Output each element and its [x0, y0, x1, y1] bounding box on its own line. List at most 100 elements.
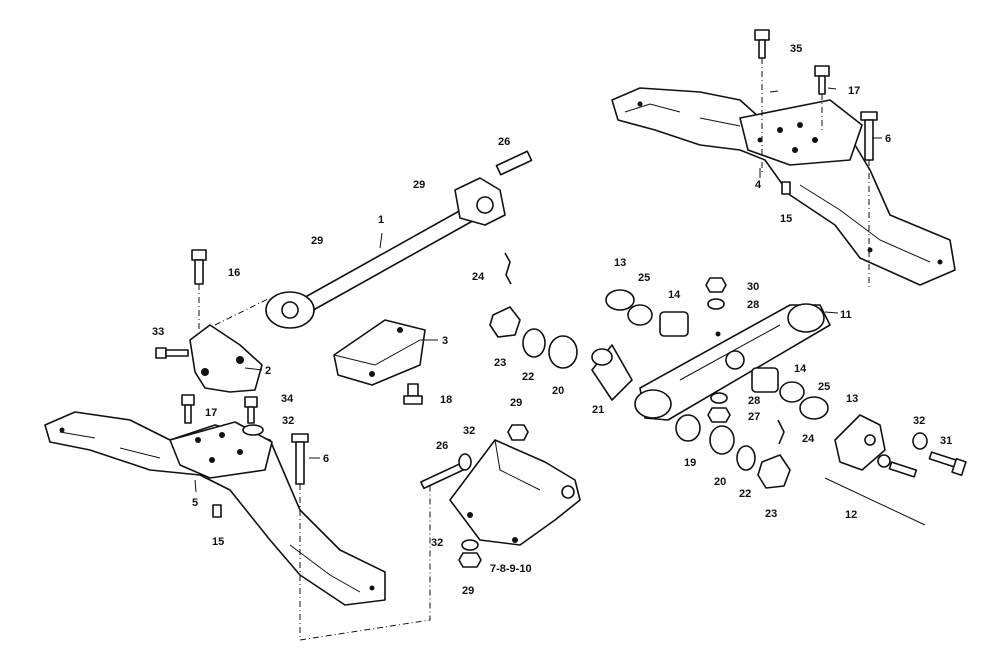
washer-32-right — [912, 432, 928, 450]
label-5: 5 — [192, 497, 198, 509]
label-25-lower: 25 — [818, 381, 830, 393]
label-18: 18 — [440, 394, 452, 406]
washer-13-lower — [799, 396, 829, 420]
label-33: 33 — [152, 326, 164, 338]
label-12: 12 — [845, 509, 857, 521]
label-29-upper: 29 — [413, 179, 425, 191]
label-35: 35 — [790, 43, 802, 55]
bolt-6-upper — [860, 111, 878, 161]
label-14-upper: 14 — [668, 289, 681, 301]
nut-23-left — [489, 306, 521, 338]
label-19: 19 — [684, 457, 696, 469]
label-14-lower: 14 — [794, 363, 807, 375]
label-29-bracket: 29 — [510, 397, 522, 409]
label-32-bracket: 32 — [463, 425, 475, 437]
bushing-19 — [675, 414, 701, 442]
bushing-14-upper — [659, 311, 689, 337]
bracket-7-8-9-10 — [449, 439, 581, 546]
label-22-left: 22 — [522, 371, 534, 383]
leader-lines — [194, 87, 882, 493]
label-3: 3 — [442, 335, 448, 347]
bolt-34 — [244, 396, 258, 424]
label-24-left: 24 — [472, 271, 485, 283]
pin-21 — [591, 344, 633, 401]
leader-12 — [824, 477, 926, 526]
bolt-17-lower — [181, 394, 195, 424]
label-20-left: 20 — [552, 385, 564, 397]
label-25-upper: 25 — [638, 272, 650, 284]
label-31: 31 — [940, 435, 952, 447]
part-labels: 1 2 3 4 5 6 6 7-8-9-10 11 12 13 13 14 14… — [152, 43, 952, 597]
label-20-right: 20 — [714, 476, 726, 488]
seal-22-left — [522, 328, 546, 358]
washer-28-upper — [707, 298, 725, 310]
label-23-left: 23 — [494, 357, 506, 369]
washer-32-bottom — [461, 539, 479, 551]
label-24-right: 24 — [802, 433, 815, 445]
label-29-rod: 29 — [311, 235, 323, 247]
seal-22-right — [736, 445, 756, 471]
label-7-8-9-10: 7-8-9-10 — [490, 563, 532, 575]
bracket-2 — [189, 324, 263, 393]
label-21: 21 — [592, 404, 604, 416]
label-15-lower: 15 — [212, 536, 224, 548]
label-27: 27 — [748, 411, 760, 423]
chassis-member-upper-right — [611, 87, 956, 286]
torque-rod — [265, 150, 533, 329]
washer-32-left — [242, 424, 264, 436]
label-34: 34 — [281, 393, 294, 405]
pin-15-upper — [781, 181, 791, 195]
label-23-right: 23 — [765, 508, 777, 520]
nut-23-right — [757, 454, 791, 489]
pin-15-lower — [212, 504, 222, 518]
cotter-pin-24-right — [777, 419, 785, 445]
label-26-upper: 26 — [498, 136, 510, 148]
bolt-31 — [928, 451, 967, 477]
label-22-right: 22 — [739, 488, 751, 500]
label-26-lower: 26 — [436, 440, 448, 452]
label-32-right: 32 — [913, 415, 925, 427]
plate-3 — [333, 319, 426, 386]
chassis-member-lower-left — [44, 411, 386, 606]
bushing-14-lower — [751, 367, 779, 393]
bushing-20-right — [709, 425, 735, 455]
nut-27 — [707, 407, 731, 423]
nut-30 — [705, 277, 727, 293]
label-32-bottom: 32 — [431, 537, 443, 549]
seal-25-lower — [779, 381, 805, 403]
bolt-33 — [155, 347, 189, 359]
label-13-lower: 13 — [846, 393, 858, 405]
label-13-upper: 13 — [614, 257, 626, 269]
label-28-upper: 28 — [747, 299, 759, 311]
washer-13-upper — [605, 289, 635, 311]
label-6-lower: 6 — [323, 453, 329, 465]
nut-29-bottom — [458, 552, 482, 568]
label-29-bottom: 29 — [462, 585, 474, 597]
label-4: 4 — [755, 179, 762, 191]
washer-32-bracket — [458, 453, 472, 471]
label-2: 2 — [265, 365, 271, 377]
label-15-upper: 15 — [780, 213, 792, 225]
label-17-lower: 17 — [205, 407, 217, 419]
bolt-12-small — [877, 454, 918, 478]
equalizer-beam-11 — [634, 303, 831, 421]
bolt-18 — [403, 383, 423, 405]
seal-25-upper — [627, 304, 653, 326]
label-32-left: 32 — [282, 415, 294, 427]
bolt-35 — [754, 29, 770, 59]
label-11: 11 — [840, 309, 852, 321]
bolt-6-lower — [291, 433, 309, 485]
nut-29-upper-bracket — [507, 424, 529, 441]
label-28-lower: 28 — [748, 395, 760, 407]
bolt-17-upper — [814, 65, 830, 95]
bolt-16 — [191, 249, 207, 285]
label-17-upper: 17 — [848, 85, 860, 97]
label-1: 1 — [378, 214, 384, 226]
stud-26-lower — [420, 461, 467, 490]
label-6-upper: 6 — [885, 133, 891, 145]
cotter-pin-24-left — [504, 252, 512, 285]
shaft-12 — [834, 414, 886, 471]
label-16: 16 — [228, 267, 240, 279]
